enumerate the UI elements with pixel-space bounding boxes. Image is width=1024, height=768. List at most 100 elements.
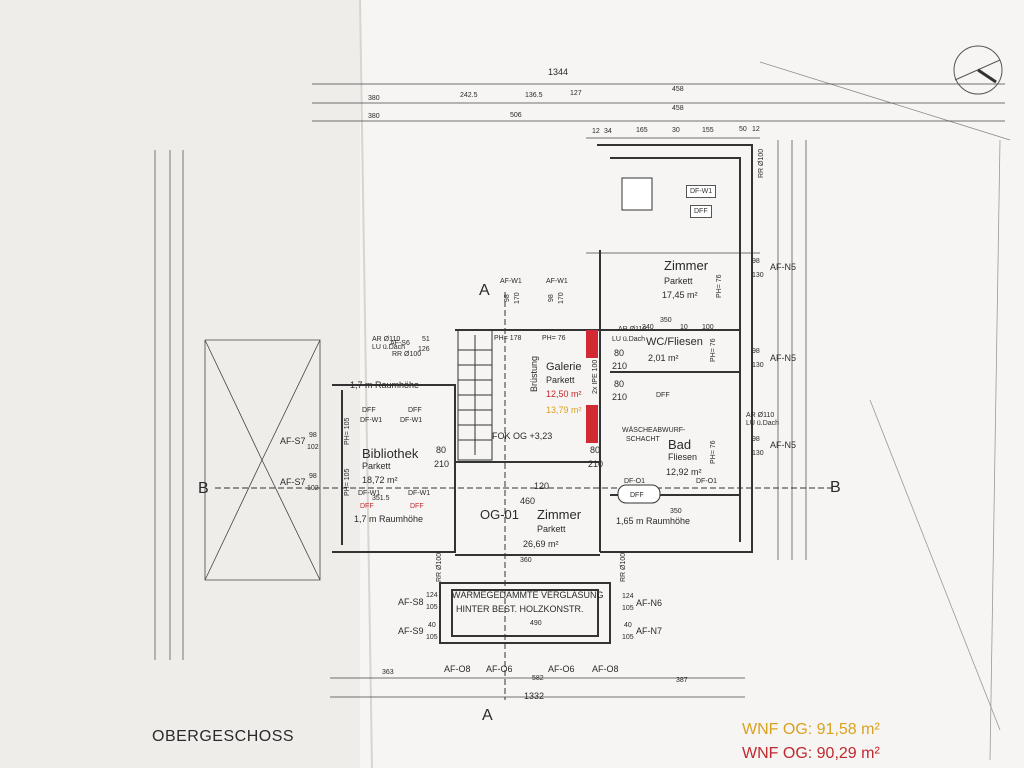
section-a-top: A bbox=[479, 282, 490, 299]
ph-76-bad: PH= 76 bbox=[710, 440, 717, 464]
dim-top-r3-4: 30 bbox=[672, 127, 680, 134]
af-n5-2-130: 130 bbox=[752, 362, 764, 369]
dim-bottom-2: 582 bbox=[532, 675, 544, 682]
glazing-line-1: WÄRMEGEDÄMMTE VERGLASUNG bbox=[452, 590, 604, 600]
dim-top-r3-1: 12 bbox=[592, 128, 600, 135]
af-o8-right: AF-O8 bbox=[592, 664, 619, 674]
ph-105-2: PH= 105 bbox=[344, 468, 351, 496]
dim-top-r2-2: 506 bbox=[510, 112, 522, 119]
af-s8-124: 124 bbox=[426, 592, 438, 599]
door-210-1: 210 bbox=[434, 459, 450, 469]
af-n5-2: AF-N5 bbox=[770, 353, 797, 363]
rr-100-top: RR Ø100 bbox=[758, 148, 765, 178]
rr-100-bottom-left: RR Ø100 bbox=[436, 552, 443, 582]
dim-top-r2-3: 458 bbox=[672, 105, 684, 112]
dff-bad: DFF bbox=[630, 492, 644, 499]
ar-110-wc: AR Ø110 bbox=[618, 326, 647, 333]
room-bibliothek-name: Bibliothek bbox=[362, 446, 419, 461]
door-80-1: 80 bbox=[436, 445, 447, 455]
room-bad-area: 12,92 m² bbox=[666, 467, 702, 477]
dim-top-r3-7: 12 bbox=[752, 126, 760, 133]
dim-top-r2-1: 380 bbox=[368, 113, 380, 120]
af-s8-105: 105 bbox=[426, 604, 438, 611]
df-o1-bad-2: DF-O1 bbox=[696, 478, 717, 485]
dim-240: 240 bbox=[642, 324, 654, 331]
ph-76-galerie: PH= 76 bbox=[542, 335, 566, 342]
door-80-3: 80 bbox=[614, 348, 625, 358]
af-n7: AF-N7 bbox=[636, 626, 663, 636]
dim-top-r3-2: 34 bbox=[604, 128, 612, 135]
af-n5-2-98: 98 bbox=[752, 348, 760, 355]
dim-10: 10 bbox=[680, 324, 688, 331]
room-wc-name: WC/Fliesen bbox=[646, 336, 703, 348]
af-w1-left: AF-W1 bbox=[500, 278, 522, 285]
room-og01-id: OG-01 bbox=[480, 507, 520, 522]
af-s7-1: AF-S7 bbox=[280, 436, 306, 446]
af-o8-left: AF-O8 bbox=[444, 664, 471, 674]
door-80-4: 80 bbox=[614, 379, 625, 389]
page-title: OBERGESCHOSS bbox=[152, 728, 295, 745]
af-n5-3: AF-N5 bbox=[770, 440, 797, 450]
bruestung-label: Brüstung bbox=[529, 355, 539, 392]
rr-100-bottom-right: RR Ø100 bbox=[620, 552, 627, 582]
door-210-3: 210 bbox=[612, 361, 628, 371]
af-s6-126: 126 bbox=[418, 346, 430, 353]
af-s7-1-98: 98 bbox=[309, 432, 317, 439]
af-n6-124: 124 bbox=[622, 593, 634, 600]
waschabwurf-label-2: SCHACHT bbox=[626, 436, 660, 443]
dim-top-r3-6: 50 bbox=[739, 126, 747, 133]
wnf-yellow: WNF OG: 91,58 m² bbox=[742, 721, 880, 738]
dim-top-r3-3: 165 bbox=[636, 127, 648, 134]
af-w1-left-170: 170 bbox=[514, 292, 521, 304]
dim-bottom-3: 387 bbox=[676, 677, 688, 684]
af-s6-51: 51 bbox=[422, 336, 430, 343]
glazing-line-2: HINTER BEST. HOLZKONSTR. bbox=[456, 604, 584, 614]
af-s6: AF-S6 bbox=[390, 340, 410, 347]
af-n5-1: AF-N5 bbox=[770, 262, 797, 272]
af-n5-1-130: 130 bbox=[752, 272, 764, 279]
door-80-2: 80 bbox=[590, 445, 601, 455]
df-w1-box-zimmer: DF-W1 bbox=[686, 185, 717, 198]
af-w1-right-98: 98 bbox=[548, 294, 555, 302]
room-bad-name: Bad bbox=[668, 437, 692, 452]
dim-top-r1-3: 136.5 bbox=[525, 92, 543, 99]
af-o6-left: AF-O6 bbox=[486, 664, 513, 674]
raumhoehe-bad: 1,65 m Raumhöhe bbox=[616, 516, 691, 526]
door-460: 460 bbox=[520, 496, 536, 506]
raumhoehe-top: 1,7 m Raumhöhe bbox=[350, 380, 420, 390]
room-og01-floor: Parkett bbox=[537, 524, 566, 534]
af-s7-2-102: 102 bbox=[307, 485, 319, 492]
dff-bib-2: DFF bbox=[408, 407, 422, 414]
dff-label: DFF bbox=[694, 208, 708, 215]
rr-100-left: RR Ø100 bbox=[392, 351, 422, 358]
dff-bib-red-1: DFF bbox=[360, 503, 374, 510]
door-120: 120 bbox=[534, 481, 550, 491]
af-w1-right: AF-W1 bbox=[546, 278, 568, 285]
room-og01-name: Zimmer bbox=[537, 507, 582, 522]
lu-dach-left: LU ü.Dach bbox=[372, 344, 406, 351]
af-n7-105: 105 bbox=[622, 634, 634, 641]
dim-bottom-1: 363 bbox=[382, 669, 394, 676]
room-galerie-area-red: 12,50 m² bbox=[546, 389, 582, 399]
af-w1-right-170: 170 bbox=[558, 292, 565, 304]
dim-top-r1-5: 458 bbox=[672, 86, 684, 93]
dim-top-r1-2: 242.5 bbox=[460, 92, 478, 99]
dim-total-top: 1344 bbox=[548, 67, 569, 77]
waschabwurf-label-1: WÄSCHEABWURF- bbox=[622, 427, 686, 434]
af-s9: AF-S9 bbox=[398, 626, 424, 636]
room-bad-floor: Fliesen bbox=[668, 452, 698, 462]
af-n6: AF-N6 bbox=[636, 598, 663, 608]
df-o1-bad-1: DF-O1 bbox=[624, 478, 645, 485]
dim-top-r1-1: 380 bbox=[368, 95, 380, 102]
wnf-red: WNF OG: 90,29 m² bbox=[742, 745, 880, 762]
af-n6-105: 105 bbox=[622, 605, 634, 612]
section-b-left: B bbox=[198, 480, 209, 497]
room-zimmer-top-floor: Parkett bbox=[664, 276, 693, 286]
ph-178: PH= 178 bbox=[494, 335, 522, 342]
ph-76-zimmer: PH= 76 bbox=[716, 274, 723, 298]
dim-3515: 351.5 bbox=[372, 495, 390, 502]
af-s7-1-102: 102 bbox=[307, 444, 319, 451]
lu-dach-bad: LU ü.Dach bbox=[746, 420, 780, 427]
af-n5-3-130: 130 bbox=[752, 450, 764, 457]
